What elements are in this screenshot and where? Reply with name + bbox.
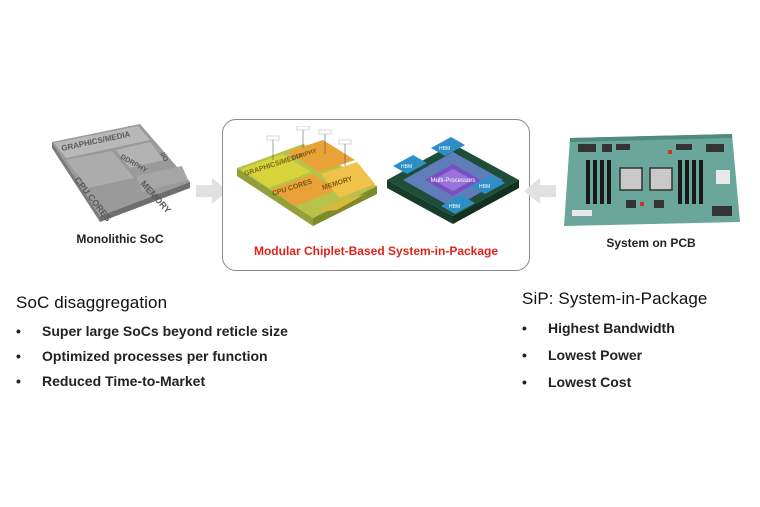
soc-disaggregation-list: • Super large SoCs beyond reticle size • O… (16, 319, 346, 394)
list-item: • Reduced Time-to-Market (16, 369, 346, 394)
pcb-group: System on PCB (556, 130, 746, 270)
soc-disaggregation-title: SoC disaggregation (16, 293, 168, 312)
sip-benefits-title: SiP: System-in-Package (522, 289, 708, 308)
list-item: • Optimized processes per function (16, 344, 346, 369)
hbm-label-2: HBM (439, 146, 450, 152)
hbm-label-1: HBM (401, 164, 412, 170)
arrow-left-icon (524, 178, 556, 204)
monolithic-soc-group: GRAPHICS/MEDIA CPU CORES DDRPHY MEMORY I… (40, 120, 200, 260)
chiplet-sip-panel: GRAPHICS/MEDIA CPU CORES DDRPHY MEMORY H… (222, 119, 530, 271)
chiplet-sip-image: GRAPHICS/MEDIA CPU CORES DDRPHY MEMORY H… (237, 126, 519, 226)
list-item-text: Lowest Power (548, 347, 643, 363)
list-item-text: Highest Bandwidth (548, 320, 675, 336)
soc-disaggregation-section: SoC disaggregation • Super large SoCs bey… (16, 293, 346, 394)
list-item-text: Super large SoCs beyond reticle size (42, 323, 288, 339)
bullet-icon: • (16, 348, 21, 364)
hbm-label-3: HBM (479, 184, 490, 190)
list-item-text: Lowest Cost (548, 374, 632, 390)
arrow-right-icon (196, 178, 228, 204)
hbm-label-4: HBM (449, 204, 460, 210)
list-item: • Super large SoCs beyond reticle size (16, 319, 346, 344)
list-item-text: Reduced Time-to-Market (42, 373, 206, 389)
sip-benefits-list: • Highest Bandwidth • Lowest Power • Lowest… (522, 315, 752, 396)
list-item-text: Optimized processes per function (42, 348, 268, 364)
list-item: • Lowest Cost (522, 369, 752, 396)
soc-block-io-label: I/O (158, 152, 169, 164)
pcb-board-image (564, 134, 740, 226)
list-item: • Highest Bandwidth (522, 315, 752, 342)
bullet-icon: • (16, 373, 21, 389)
bullet-icon: • (522, 374, 527, 390)
bullet-icon: • (522, 320, 527, 336)
chiplet-sip-caption: Modular Chiplet-Based System-in-Package (253, 244, 499, 258)
pcb-caption: System on PCB (606, 236, 696, 250)
bullet-icon: • (522, 347, 527, 363)
monolithic-soc-caption: Monolithic SoC (76, 232, 164, 246)
monolithic-soc-die-image: GRAPHICS/MEDIA CPU CORES DDRPHY MEMORY I… (52, 124, 190, 223)
list-item: • Lowest Power (522, 342, 752, 369)
sip-benefits-section: SiP: System-in-Package • Highest Bandwidt… (522, 289, 752, 396)
multi-processors-label: Multi-Processors (431, 178, 476, 184)
bullet-icon: • (16, 323, 21, 339)
